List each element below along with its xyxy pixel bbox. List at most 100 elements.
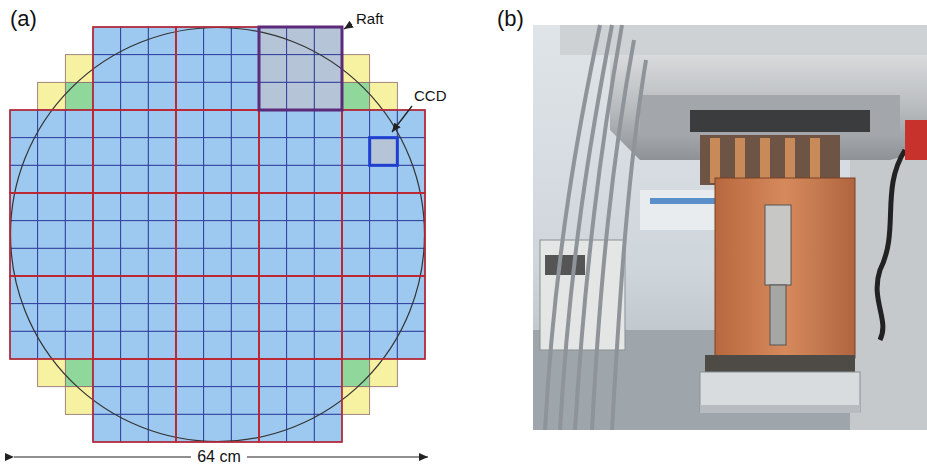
ccd-cell bbox=[259, 221, 287, 249]
ccd-cell bbox=[231, 110, 259, 138]
ccd-cell bbox=[176, 387, 204, 415]
ccd-cell bbox=[287, 193, 315, 221]
ccd-cell bbox=[370, 110, 398, 138]
ccd-cell bbox=[259, 414, 287, 442]
panel-label: (b) bbox=[497, 8, 524, 30]
ccd-cell bbox=[259, 248, 287, 276]
ccd-cell bbox=[121, 82, 149, 110]
ccd-cell bbox=[314, 55, 342, 83]
ccd-cell bbox=[93, 110, 121, 138]
ccd-cell bbox=[314, 304, 342, 332]
corner-sensor bbox=[342, 359, 370, 387]
ccd-cell bbox=[204, 331, 232, 359]
raft-outline bbox=[93, 359, 176, 442]
corner-sensor bbox=[65, 387, 93, 415]
callout-label: Raft bbox=[356, 11, 384, 26]
corner-sensor bbox=[38, 82, 66, 110]
ccd-cell bbox=[370, 221, 398, 249]
raft-outline bbox=[342, 193, 425, 276]
corner-sensor bbox=[65, 55, 93, 83]
ccd-cell bbox=[148, 414, 176, 442]
ccd-cell bbox=[259, 27, 287, 55]
ccd-cell bbox=[65, 331, 93, 359]
ccd-cell bbox=[370, 276, 398, 304]
ccd-cell bbox=[231, 82, 259, 110]
ccd-cell bbox=[10, 331, 38, 359]
ccd-cell bbox=[370, 193, 398, 221]
corner-sensor bbox=[342, 55, 370, 83]
ccd-cell bbox=[342, 221, 370, 249]
ccd-cell bbox=[231, 276, 259, 304]
ccd-cell bbox=[204, 221, 232, 249]
ccd-cell bbox=[121, 193, 149, 221]
ccd-cell bbox=[314, 248, 342, 276]
ccd-cell bbox=[176, 276, 204, 304]
raft-outline bbox=[176, 359, 259, 442]
ccd-cell bbox=[204, 193, 232, 221]
ccd-cell bbox=[176, 331, 204, 359]
ccd-cell bbox=[397, 110, 425, 138]
ccd-cell bbox=[204, 55, 232, 83]
ccd-cell bbox=[38, 138, 66, 166]
ccd-cell bbox=[259, 331, 287, 359]
ccd-cell bbox=[314, 331, 342, 359]
ccd-cell bbox=[38, 110, 66, 138]
ccd-cell bbox=[93, 276, 121, 304]
ccd-cell bbox=[148, 221, 176, 249]
ccd-cell bbox=[342, 193, 370, 221]
ccd-cell bbox=[287, 165, 315, 193]
ccd-cell bbox=[65, 304, 93, 332]
ccd-cell bbox=[38, 331, 66, 359]
ccd-cell bbox=[204, 138, 232, 166]
ccd-cell bbox=[259, 55, 287, 83]
ccd-cell bbox=[287, 82, 315, 110]
ccd-cell bbox=[231, 221, 259, 249]
ccd-cell bbox=[397, 221, 425, 249]
raft-outline bbox=[93, 276, 176, 359]
ccd-cell bbox=[65, 110, 93, 138]
ccd-cell bbox=[287, 276, 315, 304]
ccd-cell bbox=[148, 387, 176, 415]
ccd-cell bbox=[231, 331, 259, 359]
ccd-cell bbox=[287, 359, 315, 387]
ccd-cell bbox=[287, 55, 315, 83]
corner-sensor bbox=[370, 82, 398, 110]
ccd-cell bbox=[93, 248, 121, 276]
ccd-cell bbox=[38, 304, 66, 332]
ccd-cell bbox=[65, 165, 93, 193]
ccd-cell bbox=[259, 359, 287, 387]
ccd-cell bbox=[204, 27, 232, 55]
ccd-cell bbox=[287, 221, 315, 249]
ccd-cell bbox=[121, 331, 149, 359]
ccd-cell bbox=[176, 110, 204, 138]
ccd-cell bbox=[121, 276, 149, 304]
ccd-cell bbox=[38, 276, 66, 304]
ccd-cell bbox=[148, 248, 176, 276]
ccd-cell bbox=[148, 359, 176, 387]
ccd-cell bbox=[65, 276, 93, 304]
dimension-label: 64 cm bbox=[191, 449, 247, 465]
ccd-cell bbox=[370, 304, 398, 332]
raft-outline bbox=[259, 359, 342, 442]
ccd-cell bbox=[65, 193, 93, 221]
ccd-cell bbox=[10, 110, 38, 138]
ccd-cell bbox=[342, 138, 370, 166]
ccd-cell bbox=[93, 165, 121, 193]
raft-outline bbox=[10, 110, 93, 193]
ccd-cell bbox=[342, 304, 370, 332]
ccd-cell bbox=[287, 304, 315, 332]
ccd-cell bbox=[176, 359, 204, 387]
raft-outline bbox=[176, 276, 259, 359]
raft-outline bbox=[259, 276, 342, 359]
corner-sensor bbox=[342, 82, 370, 110]
ccd-cell bbox=[65, 221, 93, 249]
ccd-cell bbox=[342, 276, 370, 304]
ccd-cell bbox=[259, 193, 287, 221]
photo bbox=[533, 25, 927, 430]
ccd-cell bbox=[231, 248, 259, 276]
ccd-cell bbox=[204, 414, 232, 442]
ccd-cell bbox=[148, 165, 176, 193]
ccd-cell bbox=[231, 193, 259, 221]
ccd-cell bbox=[93, 82, 121, 110]
